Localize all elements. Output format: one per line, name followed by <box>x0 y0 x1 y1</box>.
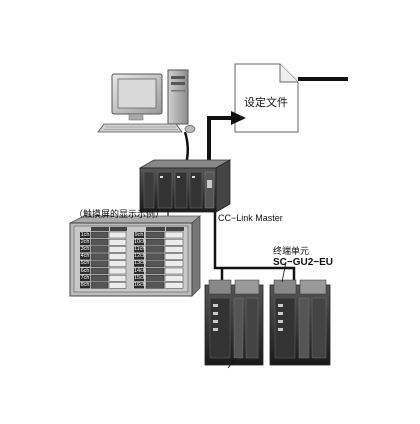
plc-icon <box>138 159 232 213</box>
channel-setpoint-box <box>164 246 184 253</box>
channel-setpoint-box <box>108 231 127 239</box>
channel-setpoint-box <box>108 275 127 282</box>
channel-label: 4ch <box>80 253 90 260</box>
channel-label-box <box>80 232 90 238</box>
channel-label: 12ch <box>134 253 146 260</box>
channel-label: 8ch <box>80 281 90 288</box>
terminal-unit-1 <box>204 279 264 366</box>
channel-value-box <box>145 238 165 246</box>
cclink-network-line <box>213 212 296 282</box>
channel-label: 9ch <box>134 231 144 238</box>
channel-value-box <box>90 260 109 267</box>
channel-label: 3ch <box>80 245 90 252</box>
channel-setpoint-box <box>164 231 184 239</box>
terminal-pointer <box>281 261 287 283</box>
channel-label-box <box>134 268 144 274</box>
channel-label-box <box>134 260 144 267</box>
channel-value-box <box>145 231 165 239</box>
channel-value-box <box>90 282 109 289</box>
channel-label: 2ch <box>80 238 90 245</box>
channel-label-box <box>80 239 90 246</box>
channel-value-box <box>145 275 165 282</box>
channel-label-box <box>134 239 144 246</box>
arrow-to-file <box>207 111 246 162</box>
touchscreen-caption: （触摸屏的显示示例） <box>74 210 165 220</box>
channel-setpoint-box <box>108 238 127 246</box>
channel-label-box <box>134 246 144 253</box>
channel-value-box <box>145 260 165 267</box>
channel-label: 13ch <box>134 260 146 267</box>
channel-label: 14ch <box>134 267 146 274</box>
channel-value-box <box>90 238 109 246</box>
channel-value-box <box>145 246 165 253</box>
channel-label-box <box>80 246 90 253</box>
touchscreen-panel <box>69 215 202 297</box>
channel-label: 11ch <box>134 245 146 252</box>
channel-value-box <box>90 253 109 260</box>
channel-setpoint-box <box>164 238 184 246</box>
channel-value-box <box>90 275 109 282</box>
channel-setpoint-box <box>108 253 127 260</box>
channel-setpoint-box <box>108 267 127 275</box>
channel-value-box <box>90 246 109 253</box>
channel-label-box <box>134 275 144 282</box>
channel-setpoint-box <box>108 260 127 267</box>
channel-label-box <box>80 268 90 274</box>
channel-value-box <box>90 231 109 239</box>
channel-label-box <box>80 275 90 282</box>
pc-plc-cable <box>183 131 189 165</box>
network-line-right <box>298 77 348 81</box>
channel-value-box <box>145 282 165 289</box>
channel-label-box <box>80 260 90 267</box>
channel-label: 15ch <box>134 274 146 281</box>
channel-value-box <box>145 253 165 260</box>
channel-setpoint-box <box>164 267 184 275</box>
terminal-unit-2 <box>269 279 331 366</box>
setting-file-icon <box>234 63 299 133</box>
channel-setpoint-box <box>108 246 127 253</box>
channel-label: 7ch <box>80 274 90 281</box>
channel-label: 16ch <box>134 281 146 288</box>
computer-icon <box>97 69 196 133</box>
setting-file-label: 设定文件 <box>244 96 288 109</box>
channel-value-box <box>145 267 165 275</box>
channel-label-box <box>134 232 144 238</box>
channel-label-box <box>80 253 90 260</box>
channel-label: 10ch <box>134 238 146 245</box>
terminal-unit-label: 终端单元 <box>273 247 310 257</box>
cclink-master-label: CC−Link Master <box>218 213 283 223</box>
unit-bottom-pointer <box>227 357 237 369</box>
channel-setpoint-box <box>164 282 184 289</box>
channel-label: 6ch <box>80 267 90 274</box>
channel-setpoint-box <box>108 282 127 289</box>
channel-label-box <box>134 282 144 289</box>
channel-label-box <box>80 282 90 289</box>
terminal-unit-model: SC−GU2−EU <box>273 257 334 268</box>
channel-setpoint-box <box>164 253 184 260</box>
channel-setpoint-box <box>164 260 184 267</box>
channel-label: 5ch <box>80 260 90 267</box>
channel-value-box <box>90 267 109 275</box>
channel-label-box <box>134 253 144 260</box>
channel-setpoint-box <box>164 275 184 282</box>
channel-label: 1ch <box>80 231 90 238</box>
